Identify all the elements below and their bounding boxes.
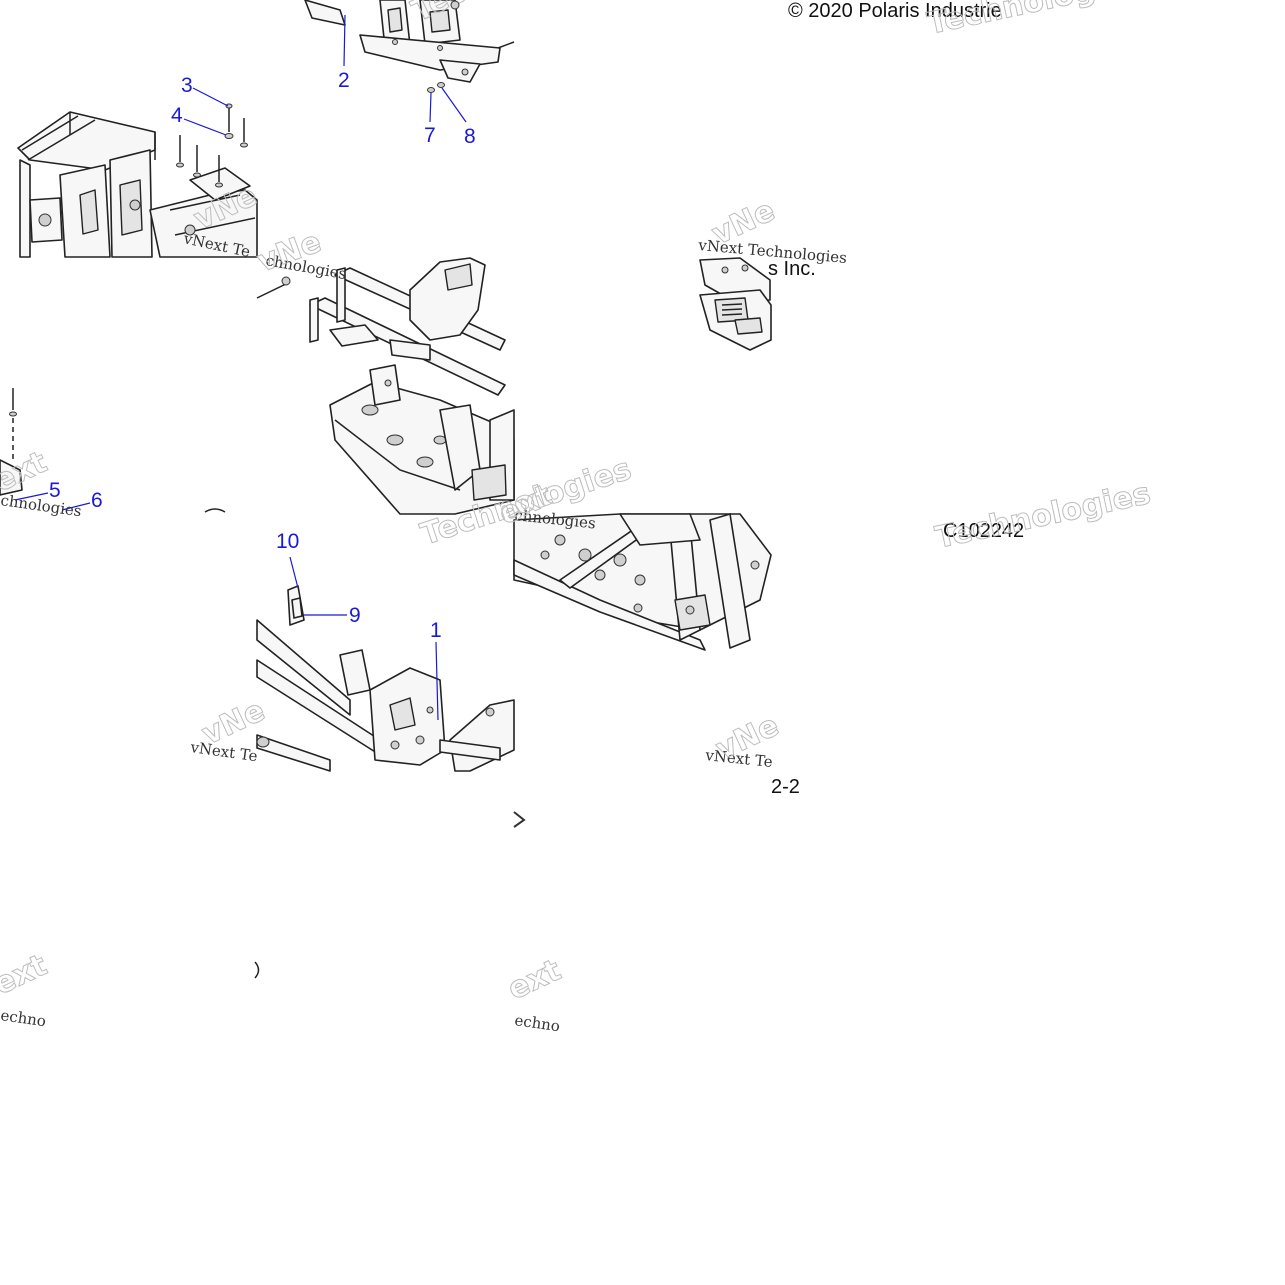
svg-text:9: 9 (349, 604, 361, 627)
copyright-block: © 2020 Polaris Industrie Technologies (788, 0, 1146, 42)
svg-text:ext: ext (0, 445, 52, 500)
bolt-3 (225, 103, 233, 132)
callout-5: 5 (14, 479, 61, 502)
svg-text:echno: echno (513, 1011, 561, 1035)
watermark-bottom-left: ext echno (0, 947, 53, 1030)
callout-7: 7 (424, 92, 436, 147)
svg-text:s Inc.: s Inc. (768, 258, 816, 280)
svg-text:1: 1 (430, 619, 442, 642)
page-fragment: vNext Te vNe 2-2 (704, 708, 800, 798)
svg-text:4: 4 (171, 104, 183, 127)
svg-text:5: 5 (49, 479, 61, 502)
right-chevron-icon (513, 811, 526, 828)
callout-10: 10 (276, 530, 299, 589)
svg-text:10: 10 (276, 530, 299, 553)
watermark-bottom-middle: ext echno (502, 952, 567, 1035)
frame-bolt-detail-mid-left: 5 6 chnologies ext (0, 388, 226, 520)
svg-text:Technologies: Technologies (924, 0, 1145, 42)
frame-front-detail-mid-right: vNext Technologies vNe s Inc. (697, 193, 848, 351)
svg-text:8: 8 (464, 125, 476, 148)
callout-6: 6 (61, 489, 103, 512)
svg-text:ext: ext (0, 948, 52, 1003)
svg-text:3: 3 (181, 74, 193, 97)
frame-floor-pan-view: chnologies ext (493, 477, 772, 651)
figure-code: C102242 Technologies (932, 476, 1154, 557)
callout-2: 2 (338, 14, 350, 92)
copyright-text: © 2020 Polaris Industrie (788, 0, 1002, 22)
svg-text:7: 7 (424, 124, 436, 147)
callout-9: 9 (304, 604, 361, 627)
callout-3: 3 (181, 74, 229, 107)
callout-4: 4 (171, 104, 227, 136)
svg-text:6: 6 (91, 489, 103, 512)
frame-rear-view-top-left: 3 4 vNext Te vNe (17, 74, 263, 261)
frame-rear-detail-top-middle: 2 7 8 Technologies (304, 0, 620, 148)
svg-text:2-2: 2-2 (771, 776, 800, 798)
svg-text:echno: echno (0, 1006, 47, 1030)
svg-text:Technologies: Technologies (932, 476, 1153, 556)
callout-1: 1 (430, 619, 442, 721)
callout-8: 8 (441, 87, 476, 148)
washer-4 (224, 133, 234, 139)
svg-text:chnologies: chnologies (0, 491, 83, 520)
frame-main-assembly-center: chnologies vNe (252, 224, 515, 515)
svg-text:2: 2 (338, 69, 350, 92)
svg-text:C102242: C102242 (943, 520, 1024, 542)
svg-text:ext: ext (503, 953, 567, 1008)
